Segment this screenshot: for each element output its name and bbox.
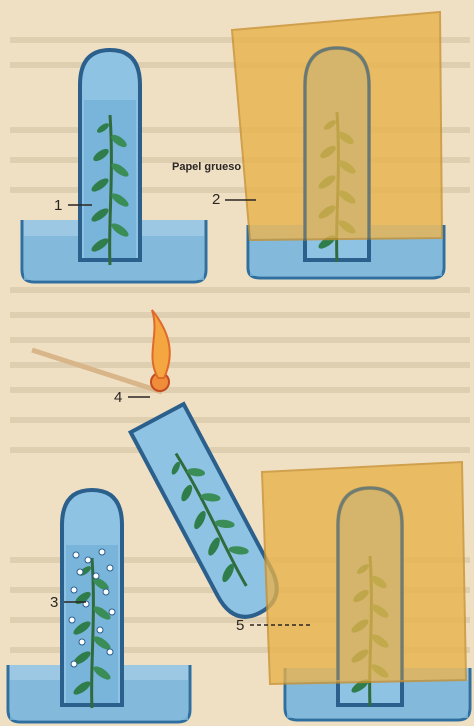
- step-4-label: 4: [114, 389, 122, 406]
- step-2-label: 2: [212, 191, 220, 208]
- step-1-label: 1: [54, 197, 62, 214]
- paper-label: Papel grueso: [172, 161, 241, 173]
- wooden-splint-icon: [32, 350, 162, 392]
- step5-setup: [262, 462, 470, 720]
- step-3-label: 3: [50, 594, 58, 611]
- paper-cover-icon: [232, 12, 442, 240]
- paper-cover-icon: [262, 462, 466, 684]
- step3-setup: [8, 490, 190, 722]
- step-5-label: 5: [236, 617, 244, 634]
- flame-icon: [152, 310, 170, 378]
- step2-setup: [232, 12, 444, 278]
